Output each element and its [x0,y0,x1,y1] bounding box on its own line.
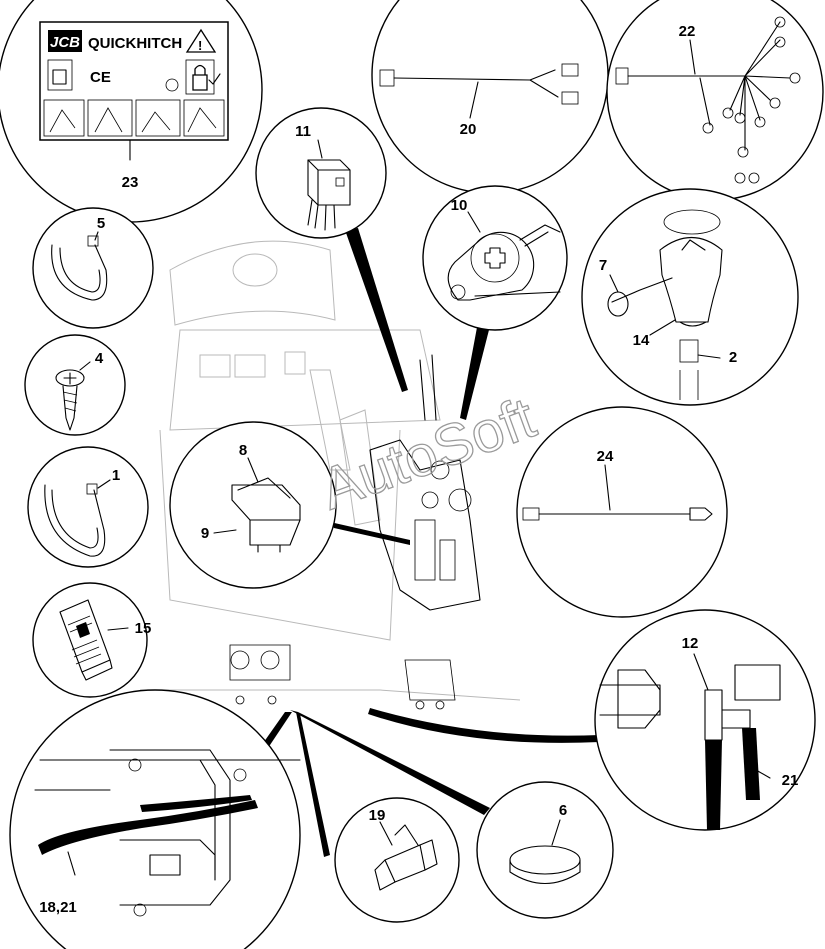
padlock-icon [192,64,208,91]
cab-background [140,240,521,710]
detail-5-cable-tie: 5 [32,207,154,329]
detail-20-harness: 20 [371,0,609,194]
detail-7-14-2-knob: 7 14 2 [581,188,799,406]
jcb-logo: JCB [50,34,80,51]
callout-number: 12 [682,635,699,652]
quickhitch-title: QUICKHITCH [88,35,182,52]
callout-number: 5 [97,215,105,232]
callout-number: 15 [135,620,152,637]
callout-number: 1 [112,467,120,484]
callout-number: 14 [633,332,650,349]
callout-number: 6 [559,802,567,819]
detail-12-21-fitting: 12 21 [594,609,816,831]
callout-number: 19 [369,807,386,824]
callout-number: 21 [782,772,799,789]
detail-11-connector: 11 [255,107,387,239]
detail-8-9-rocker-switch: 8 9 [169,421,337,589]
detail-4-screw: 4 [24,334,126,436]
detail-22-harness: 22 [606,0,824,201]
callout-number: 10 [451,197,468,214]
detail-23-quickhitch-label: JCB QUICKHITCH ! CE 23 [0,0,263,223]
callout-number: 20 [460,121,477,138]
callout-number: 11 [295,123,311,140]
svg-text:!: ! [198,38,202,53]
callout-number: 4 [95,350,104,367]
detail-10-gauge: 10 [422,185,568,331]
callout-number: 8 [239,442,247,459]
callout-number: 7 [599,257,607,274]
callout-number: 9 [201,525,209,542]
callout-number: 2 [729,349,737,366]
detail-1-cable-tie: 1 [27,446,149,568]
detail-6-plug: 6 [476,781,614,919]
callout-number: 24 [597,448,614,465]
callout-number: 23 [122,174,139,191]
watermark: AutoSoft [312,385,543,522]
warning-triangle-icon [185,28,217,53]
detail-15-manual: 15 [32,582,152,698]
detail-18-21-hose-route: 18,21 [9,689,301,949]
ce-mark: CE [90,69,111,86]
detail-24-cable: 24 [516,406,728,618]
callout-number: 22 [679,23,696,40]
callout-number: 18,21 [39,899,77,916]
detail-19-tee: 19 [334,797,460,923]
